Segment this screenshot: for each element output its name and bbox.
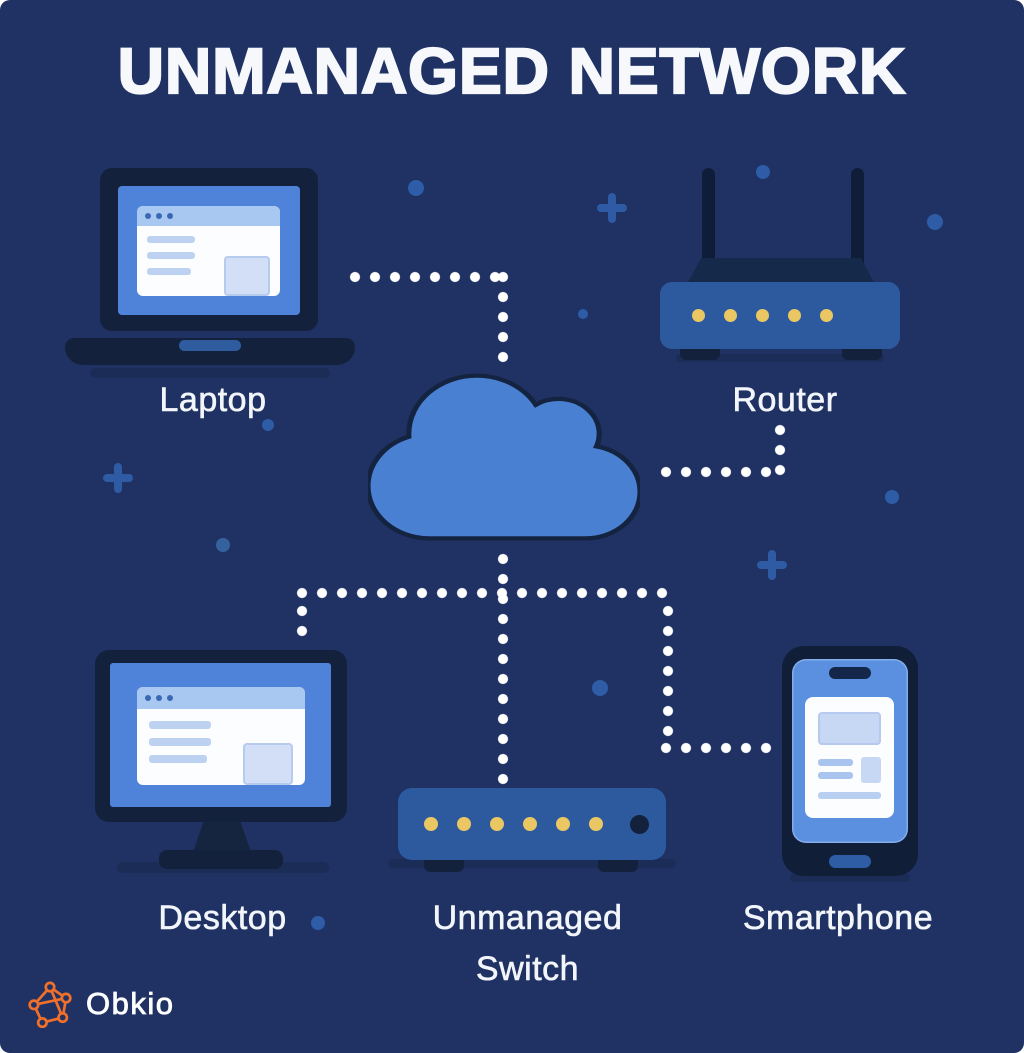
laptop-icon [65,165,355,375]
connection-bus-h [292,587,672,599]
laptop-screen [100,168,318,331]
decor-dot [216,538,230,552]
decor-plus-icon [103,463,133,493]
decor-dot [927,214,943,230]
desktop-icon [95,650,347,875]
smartphone-speaker [829,667,871,679]
laptop-shadow [90,368,330,378]
switch-shadow [388,859,676,868]
switch-foot [424,860,464,872]
desktop-base [159,850,283,869]
laptop-hinge [179,340,241,351]
desktop-display [110,663,331,807]
obkio-logo: Obkio [28,980,174,1028]
desktop-frame [95,650,347,822]
connection-cloud-switch-v [497,549,509,789]
unmanaged-switch-icon [388,788,676,874]
switch-body [398,788,666,860]
switch-foot [598,860,638,872]
connection-cloud-router-h [656,466,776,478]
smartphone-app-card [805,697,894,818]
browser-toolbar [137,687,305,709]
decor-plus-icon [597,193,627,223]
decor-dot [756,165,770,179]
decor-dot [262,419,274,431]
router-label: Router [732,381,838,420]
router-foot [680,349,720,360]
decor-dot [311,916,325,930]
smartphone-shadow [790,874,910,882]
smartphone-label: Smartphone [742,899,934,938]
smartphone-icon [782,646,918,876]
laptop-label: Laptop [159,381,267,420]
page-title: UNMANAGED NETWORK [117,34,907,108]
router-icon [660,168,900,360]
laptop-display [118,186,300,315]
router-foot [842,349,882,360]
switch-label: Unmanaged Switch [432,899,623,989]
smartphone-home-button [829,855,871,868]
router-shadow [676,354,884,362]
switch-port [630,814,649,834]
desktop-stand [193,822,251,852]
decor-dot [885,490,899,504]
obkio-logo-text: Obkio [86,986,175,1022]
desktop-label: Desktop [158,899,287,938]
obkio-logo-icon [28,981,72,1028]
browser-window [137,206,280,296]
router-antenna [702,168,715,284]
connection-laptop-cloud-v [497,267,509,367]
decor-dot [592,680,608,696]
connection-bus-smartphone-v [662,601,674,741]
router-body [660,282,900,349]
connection-bus-desktop-v [296,601,308,641]
decor-dot [408,180,424,196]
router-antenna [851,168,864,284]
decor-plus-icon [757,550,787,580]
connection-bus-smartphone-h [656,742,776,754]
router-top [686,258,876,286]
browser-toolbar [137,206,280,226]
internet-cloud-icon [365,364,643,550]
decor-dot [578,309,588,319]
connection-cloud-router-v [774,420,786,480]
browser-window [137,687,305,785]
connection-laptop-cloud-h [345,271,505,283]
